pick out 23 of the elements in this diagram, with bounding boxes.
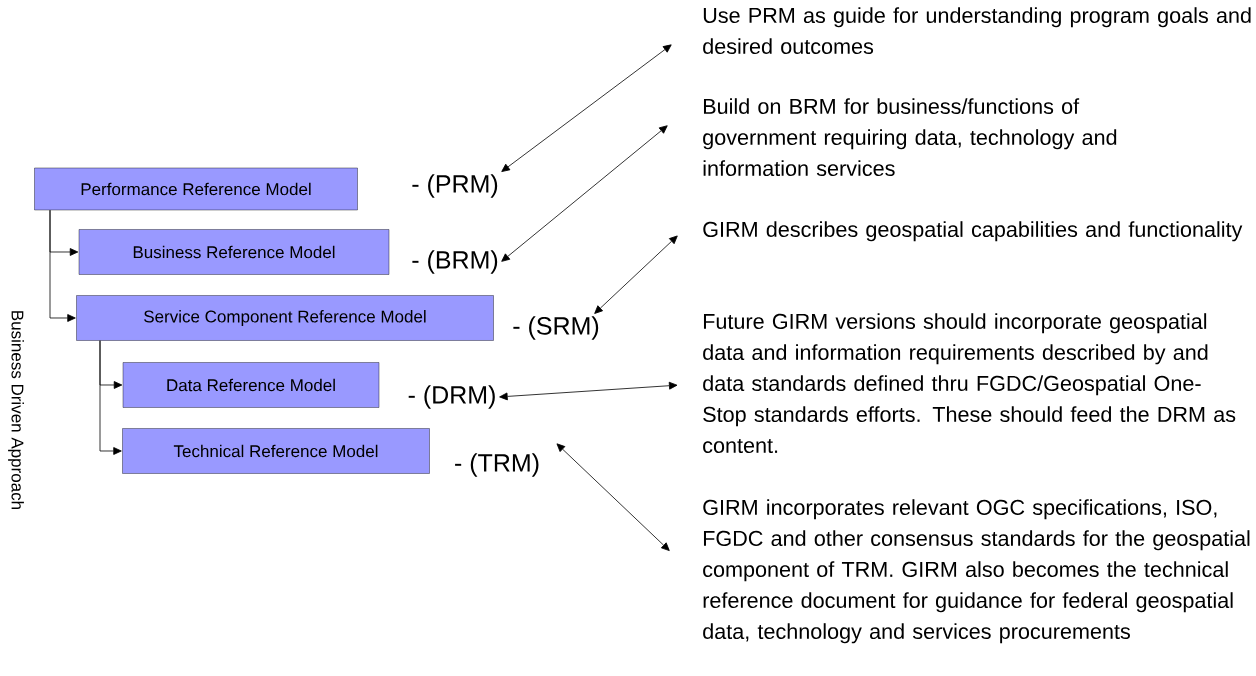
- double-arrow: [501, 125, 668, 262]
- abbreviation: - (BRM): [412, 250, 498, 274]
- model-box: Data Reference Model: [122, 362, 380, 408]
- model-box: Technical Reference Model: [122, 428, 430, 474]
- double-arrow: [499, 381, 678, 401]
- abbreviation: - (PRM): [412, 174, 498, 198]
- double-arrow: [594, 235, 678, 314]
- abbreviation: - (TRM): [455, 453, 539, 477]
- model-box: Performance Reference Model: [34, 167, 358, 211]
- abbreviation: - (DRM): [408, 385, 495, 409]
- connector-arrow: [49, 209, 76, 322]
- description-text: GIRM incorporates relevant OGC specifications, ISO, FGDC and other consensus standards for the geospatial component of TRM. GIRM also becomes the technical reference document for guidance for federal geospatial data, technology and services procurements: [703, 499, 1250, 644]
- description-text: GIRM describes geospatial capabilities and functionality: [703, 221, 1243, 242]
- description-text: Use PRM as guide for understanding program goals and desired outcomes: [703, 7, 1251, 55]
- abbreviation: - (SRM): [513, 316, 599, 340]
- model-box: Service Component Reference Model: [76, 295, 494, 341]
- double-arrow: [501, 44, 672, 172]
- model-box: Business Reference Model: [78, 229, 390, 275]
- double-arrow: [556, 443, 670, 551]
- connector-arrow: [99, 340, 122, 455]
- side-label: Business Driven Approach: [8, 311, 24, 509]
- description-text: Future GIRM versions should incorporate geospatial data and information requirements described by and data standards defined thru FGDC/Geospatial One-Stop standards efforts. These should feed the DRM as content.: [703, 313, 1236, 454]
- description-text: Build on BRM for business/functions of government requiring data, technology and information services: [703, 98, 1117, 177]
